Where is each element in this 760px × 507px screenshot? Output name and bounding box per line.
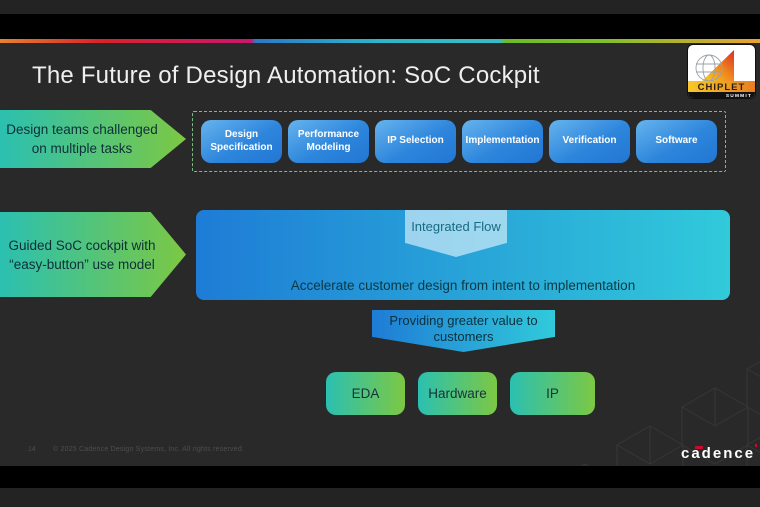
- task-button-verification: Verification: [549, 120, 630, 163]
- page-number: 14: [28, 446, 36, 453]
- value-button-ip: IP: [510, 372, 595, 415]
- top-letterbox-bar: [0, 14, 760, 39]
- cadence-red-dot-icon: [754, 444, 758, 447]
- integrated-flow-box: Integrated Flow Accelerate customer desi…: [196, 210, 730, 300]
- cube-pattern-decoration: [580, 338, 760, 466]
- callout-arrow-label: Design teams challenged on multiple task…: [6, 122, 158, 156]
- page-title: The Future of Design Automation: SoC Coc…: [32, 62, 540, 89]
- callout-arrow-design-teams: Design teams challenged on multiple task…: [0, 110, 186, 168]
- sail-icon: [702, 50, 734, 81]
- chiplet-logo-subtitle: SUMMIT: [726, 93, 752, 98]
- copyright-text: © 2025 Cadence Design Systems, Inc. All …: [53, 446, 245, 453]
- callout-arrow-guided-cockpit: Guided SoC cockpit with “easy-button” us…: [0, 212, 186, 297]
- cadence-red-bar-icon: [695, 446, 703, 449]
- chiplet-logo-title: CHIPLET: [698, 82, 746, 93]
- integrated-flow-body-text: Accelerate customer design from intent t…: [290, 278, 636, 293]
- value-button-eda: EDA: [326, 372, 405, 415]
- task-button-design-specification: Design Specification: [201, 120, 282, 163]
- task-button-software: Software: [636, 120, 717, 163]
- task-button-ip-selection: IP Selection: [375, 120, 456, 163]
- cadence-logo: cadence: [681, 444, 758, 463]
- cadence-wordmark: cadence: [681, 445, 756, 462]
- integrated-flow-tab: Integrated Flow: [405, 210, 507, 257]
- task-button-implementation: Implementation: [462, 120, 543, 163]
- bottom-letterbox-bar: [0, 466, 760, 488]
- accent-stripe: [0, 39, 760, 43]
- value-button-hardware: Hardware: [418, 372, 497, 415]
- task-group-box: Design Specification Performance Modelin…: [192, 111, 726, 172]
- value-button-row: EDA Hardware IP: [326, 372, 595, 415]
- chiplet-summit-logo: CHIPLET SUMMIT: [688, 45, 755, 98]
- callout-arrow-label: Guided SoC cockpit with “easy-button” us…: [8, 237, 156, 272]
- task-button-performance-modeling: Performance Modeling: [288, 120, 369, 163]
